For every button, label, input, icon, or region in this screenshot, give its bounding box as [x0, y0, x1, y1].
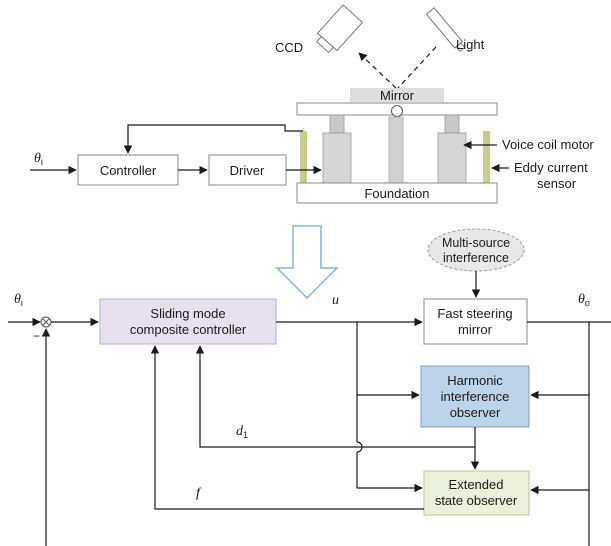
ccd-camera-icon — [315, 4, 364, 54]
ccd-label: CCD — [275, 40, 303, 55]
harmonic-observer-box — [420, 365, 530, 428]
foundation — [296, 182, 498, 204]
driver-box — [208, 154, 287, 186]
top-setup: CCD Light Mirror Foundation — [30, 4, 594, 204]
left-coil-shaft — [329, 114, 345, 134]
right-eddy-sensor — [483, 131, 490, 183]
top-theta-i-label: θi — [34, 151, 43, 167]
bottom-theta-i-label: θi — [14, 292, 23, 308]
f-label: f — [196, 486, 202, 501]
controller-box — [77, 154, 179, 186]
theta-o-label: θo — [578, 292, 590, 308]
reflected-beam — [358, 52, 397, 89]
incident-beam — [397, 46, 437, 89]
f-feedback-arrow — [150, 345, 424, 510]
d1-feedback-arrow — [195, 345, 475, 448]
mirror — [350, 88, 444, 102]
fsm-line1: Fast steering — [437, 306, 512, 321]
smc-line2: composite controller — [130, 322, 247, 337]
eddy-label-line1: Eddy current — [514, 160, 588, 175]
light-source-icon — [425, 7, 466, 53]
hio-line1: Harmonic — [447, 373, 503, 388]
center-pillar — [388, 116, 404, 184]
transition-arrow-icon — [275, 225, 339, 300]
sliding-mode-controller-box — [99, 298, 277, 345]
controller-label: Controller — [100, 163, 157, 178]
fast-steering-mirror-box — [423, 298, 528, 345]
light-label: Light — [456, 37, 485, 52]
fsm-line2: mirror — [458, 322, 493, 337]
multi-source-line1: Multi-source — [442, 236, 510, 250]
sensor-feedback-arrow — [123, 124, 303, 154]
driver-label: Driver — [230, 163, 265, 178]
block-diagram: Multi-source interference θi − Sliding m… — [8, 228, 611, 546]
hio-line2: interference — [441, 389, 510, 404]
eddy-label-line2: sensor — [537, 176, 577, 191]
foundation-label: Foundation — [364, 186, 429, 201]
d1-label: d1 — [236, 424, 248, 440]
left-voice-coil-motor — [322, 132, 352, 184]
extended-state-observer-box — [423, 470, 530, 516]
multi-source-line2: interference — [443, 251, 509, 265]
mirror-label: Mirror — [380, 88, 415, 103]
voice-coil-label: Voice coil motor — [502, 137, 594, 152]
summing-junction-icon — [40, 316, 52, 328]
smc-line1: Sliding mode — [150, 306, 225, 321]
u-label: u — [332, 293, 339, 308]
eso-line2: state observer — [435, 493, 518, 508]
right-coil-shaft — [444, 114, 460, 134]
left-eddy-sensor — [300, 131, 307, 183]
eso-line1: Extended — [449, 477, 504, 492]
pivot-icon — [391, 105, 403, 117]
minus-sign: − — [33, 329, 40, 343]
hio-line3: observer — [450, 405, 501, 420]
right-voice-coil-motor — [437, 132, 467, 184]
